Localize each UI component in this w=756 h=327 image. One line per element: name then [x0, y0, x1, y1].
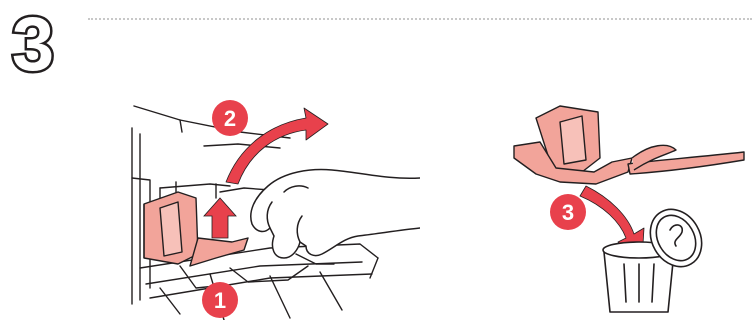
hand-icon [251, 170, 420, 258]
step-number: 3 [12, 6, 54, 78]
divider-line [88, 18, 752, 20]
svg-text:2: 2 [224, 106, 236, 131]
up-arrow-icon [204, 198, 236, 238]
step-number-3-icon: 3 [2, 6, 64, 78]
discard-illustration: 3 [500, 88, 750, 320]
protective-material-icon [514, 106, 744, 184]
svg-text:3: 3 [562, 200, 574, 225]
printer-illustration: 2 1 [120, 88, 420, 320]
protective-material-icon [144, 192, 248, 266]
step-badge-2: 2 [212, 100, 248, 136]
svg-text:1: 1 [214, 288, 226, 313]
step-badge-1: 1 [202, 282, 238, 318]
step-badge-3: 3 [550, 194, 586, 230]
